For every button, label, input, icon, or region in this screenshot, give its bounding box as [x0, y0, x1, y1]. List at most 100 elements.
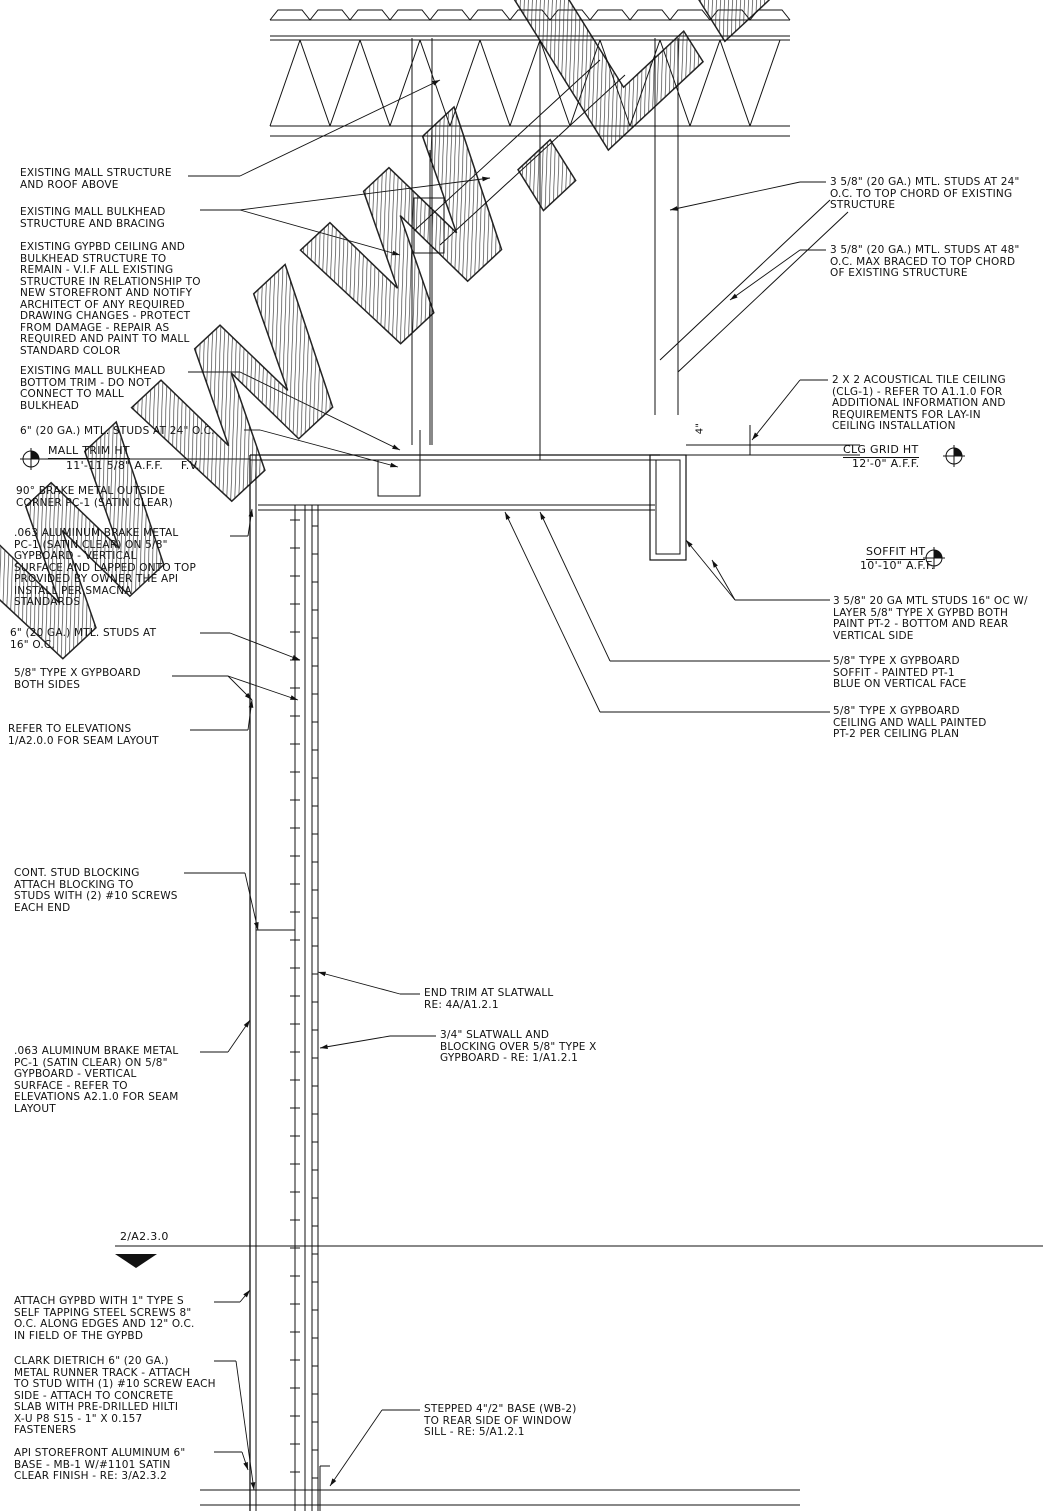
leader-bulkhead-2 [239, 177, 491, 211]
leader-arrowhead [686, 540, 693, 548]
leader-acoustical [751, 379, 801, 441]
leader-arrowhead [390, 462, 398, 468]
clg-grid-height-label: CLG GRID HT [843, 443, 919, 458]
truss-web [689, 39, 721, 127]
truss-web [599, 39, 631, 127]
truss-web [359, 39, 391, 127]
leader-arrowhead [250, 1482, 256, 1490]
diagonal-brace [677, 211, 849, 373]
leader-arrowhead [243, 1020, 250, 1028]
leader-bulkhead [239, 209, 401, 256]
note-studs-24-top-chord: 3 5/8" (20 GA.) MTL. STUDS AT 24" O.C. T… [830, 176, 1020, 211]
soffit-ht-value: 10'-10" A.F.F. [860, 559, 935, 572]
truss-web [539, 39, 571, 127]
truss-web [389, 39, 421, 127]
bottom-trim-block [377, 459, 421, 497]
leader-arrowhead [712, 560, 718, 568]
leader-studs-24-top [669, 181, 801, 211]
note-existing-gypbd-ceiling: EXISTING GYPBD CEILING AND BULKHEAD STRU… [20, 241, 201, 357]
leader-arrowhead [670, 206, 678, 211]
soffit-datum-fill [934, 550, 942, 558]
soffit-box [649, 454, 687, 561]
truss-web [449, 39, 481, 127]
leader-arrowhead [290, 695, 298, 700]
note-gypboard-ceiling-wall: 5/8" TYPE X GYPBOARD CEILING AND WALL PA… [833, 705, 987, 740]
truss-web [569, 39, 601, 127]
truss-web [269, 39, 301, 127]
note-mtl-studs-16: 6" (20 GA.) MTL. STUDS AT 16" O.C. [10, 627, 157, 651]
note-slatwall-blocking: 3/4" SLATWALL AND BLOCKING OVER 5/8" TYP… [440, 1029, 597, 1064]
leader-studs-16-soffit-2 [711, 559, 736, 601]
truss-web [719, 39, 751, 127]
mall-trim-height-label: MALL TRIM HT [48, 444, 130, 459]
note-aluminum-brake-metal-vertical: .063 ALUMINUM BRAKE METAL PC-1 (SATIN CL… [14, 1045, 179, 1115]
leader-arrowhead [392, 250, 400, 256]
leader-stepped-base [329, 1409, 383, 1487]
leader-arrowhead [248, 509, 254, 517]
note-gypboard-soffit: 5/8" TYPE X GYPBOARD SOFFIT - PAINTED PT… [833, 655, 967, 690]
leader-studs-16 [229, 632, 301, 661]
leader-arrowhead [432, 80, 440, 86]
section-reference: 2/A2.3.0 [120, 1230, 169, 1243]
leader-arrowhead [320, 1044, 328, 1050]
truss-web [299, 39, 331, 127]
leader-arrowhead [482, 176, 490, 182]
leader-arrowhead [752, 432, 759, 440]
note-stepped-base: STEPPED 4"/2" BASE (WB-2) TO REAR SIDE O… [424, 1403, 577, 1438]
leader-runner [235, 1360, 255, 1491]
soffit-ht-title: SOFFIT HT [866, 545, 926, 560]
clg-grid-ht-value: 12'-0" A.F.F. [852, 457, 920, 470]
mall-trim-datum-fill [31, 451, 39, 459]
note-bulkhead-bottom-trim: EXISTING MALL BULKHEAD BOTTOM TRIM - DO … [20, 365, 166, 412]
diagonal-brace [659, 199, 831, 361]
note-storefront-base: API STOREFRONT ALUMINUM 6" BASE - MB-1 W… [14, 1447, 186, 1482]
leader-studs-24 [259, 429, 399, 468]
soffit-height-label: SOFFIT HT [866, 545, 926, 560]
mall-trim-height-value: 11'-11 5/8" A.F.F. F.V. [66, 459, 200, 472]
leader-arrowhead [392, 444, 400, 450]
note-brake-metal-corner: 90° BRAKE METAL OUTSIDE CORNER PC-1 (SAT… [16, 485, 173, 509]
truss-web [509, 39, 541, 127]
leader-arrowhead [248, 700, 254, 708]
leader-gypboard-2 [227, 675, 299, 701]
leader-mall-structure [239, 79, 441, 177]
note-acoustical-tile: 2 X 2 ACOUSTICAL TILE CEILING (CLG-1) - … [832, 374, 1006, 432]
roof-deck-profile [269, 9, 791, 21]
leader-end-trim [317, 971, 401, 995]
leader-soffit [539, 511, 611, 662]
leader-arrowhead [253, 922, 259, 930]
leader-arrowhead [730, 293, 738, 300]
note-mtl-studs-24: 6" (20 GA.) MTL. STUDS AT 24" O.C. [20, 425, 215, 437]
leader-arrowhead [244, 692, 252, 700]
note-end-trim-slatwall: END TRIM AT SLATWALL RE: 4A/A1.2.1 [424, 987, 554, 1011]
section-ref-text: 2/A2.3.0 [120, 1230, 169, 1243]
leader-arrowhead [540, 512, 546, 520]
note-attach-gypbd: ATTACH GYPBD WITH 1" TYPE S SELF TAPPING… [14, 1295, 195, 1342]
note-gypboard-both-sides: 5/8" TYPE X GYPBOARD BOTH SIDES [14, 667, 141, 691]
soffit-stud [655, 459, 681, 555]
note-aluminum-brake-metal-top: .063 ALUMINUM BRAKE METAL PC-1 (SATIN CL… [14, 527, 197, 608]
note-studs-48-braced: 3 5/8" (20 GA.) MTL. STUDS AT 48" O.C. M… [830, 244, 1020, 279]
leader-arrowhead [243, 1290, 250, 1298]
mall-trim-ht-value: 11'-11 5/8" A.F.F. [66, 459, 164, 472]
section-marker-arrow [115, 1254, 157, 1268]
soffit-height-value: 10'-10" A.F.F. [860, 559, 935, 572]
leader-arrowhead [330, 1478, 337, 1486]
mall-trim-ht-title: MALL TRIM HT [48, 444, 130, 459]
clg-grid-datum-fill [954, 448, 962, 456]
leader-studs-16-soffit [685, 539, 736, 601]
truss-web [659, 39, 691, 127]
truss-web [749, 39, 781, 127]
leader-arrowhead [292, 655, 300, 660]
leader-arrowhead [243, 1462, 248, 1470]
clg-grid-ht-title: CLG GRID HT [843, 443, 919, 458]
leader-blocking [244, 872, 259, 931]
mall-trim-fv: F.V. [180, 459, 200, 472]
note-refer-elevations: REFER TO ELEVATIONS 1/A2.0.0 FOR SEAM LA… [8, 723, 159, 747]
leader-arrowhead [318, 971, 326, 977]
leader-ceiling [504, 511, 601, 713]
leader-bottom-trim [239, 371, 401, 451]
